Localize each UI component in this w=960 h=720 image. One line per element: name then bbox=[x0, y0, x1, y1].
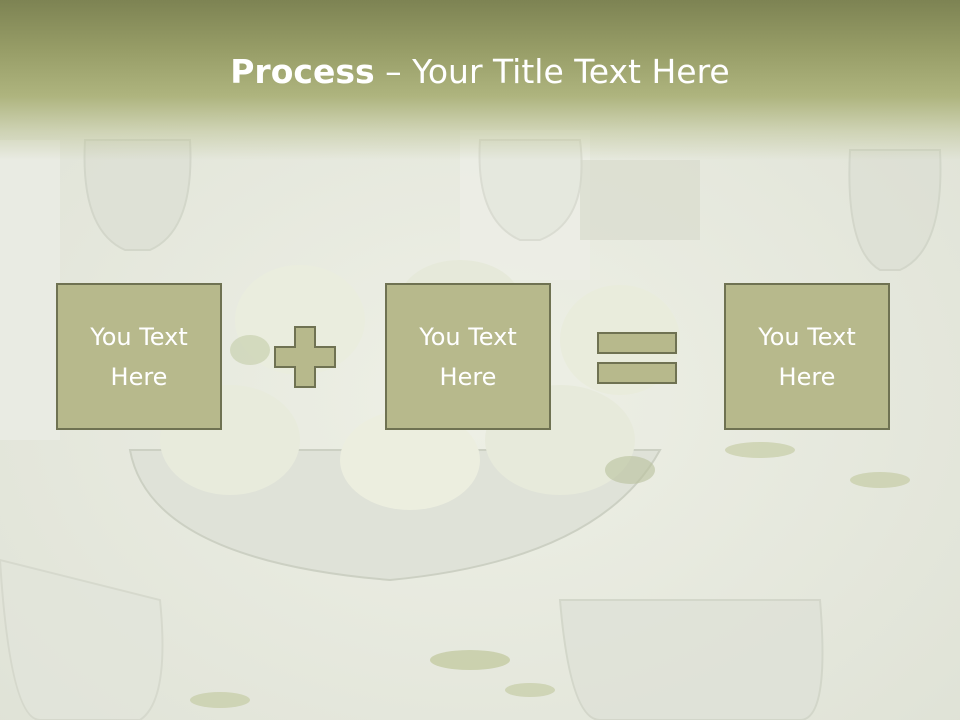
process-box-2-line2: Here bbox=[439, 362, 497, 391]
process-box-2-label: You Text Here bbox=[403, 317, 533, 397]
plus-icon bbox=[274, 326, 336, 388]
process-box-1-line1: You Text bbox=[90, 322, 188, 351]
process-box-3-line2: Here bbox=[778, 362, 836, 391]
process-box-1[interactable]: You Text Here bbox=[56, 283, 222, 430]
title-banner bbox=[0, 0, 960, 160]
process-box-2[interactable]: You Text Here bbox=[385, 283, 551, 430]
equals-icon bbox=[597, 332, 677, 384]
process-box-3-label: You Text Here bbox=[742, 317, 872, 397]
process-box-1-line2: Here bbox=[110, 362, 168, 391]
process-box-1-label: You Text Here bbox=[74, 317, 204, 397]
process-box-3[interactable]: You Text Here bbox=[724, 283, 890, 430]
slide-title: Process – Your Title Text Here bbox=[0, 52, 960, 91]
process-box-2-line1: You Text bbox=[419, 322, 517, 351]
title-bold: Process bbox=[230, 52, 375, 91]
title-rest: – Your Title Text Here bbox=[374, 52, 730, 91]
process-box-3-line1: You Text bbox=[758, 322, 856, 351]
